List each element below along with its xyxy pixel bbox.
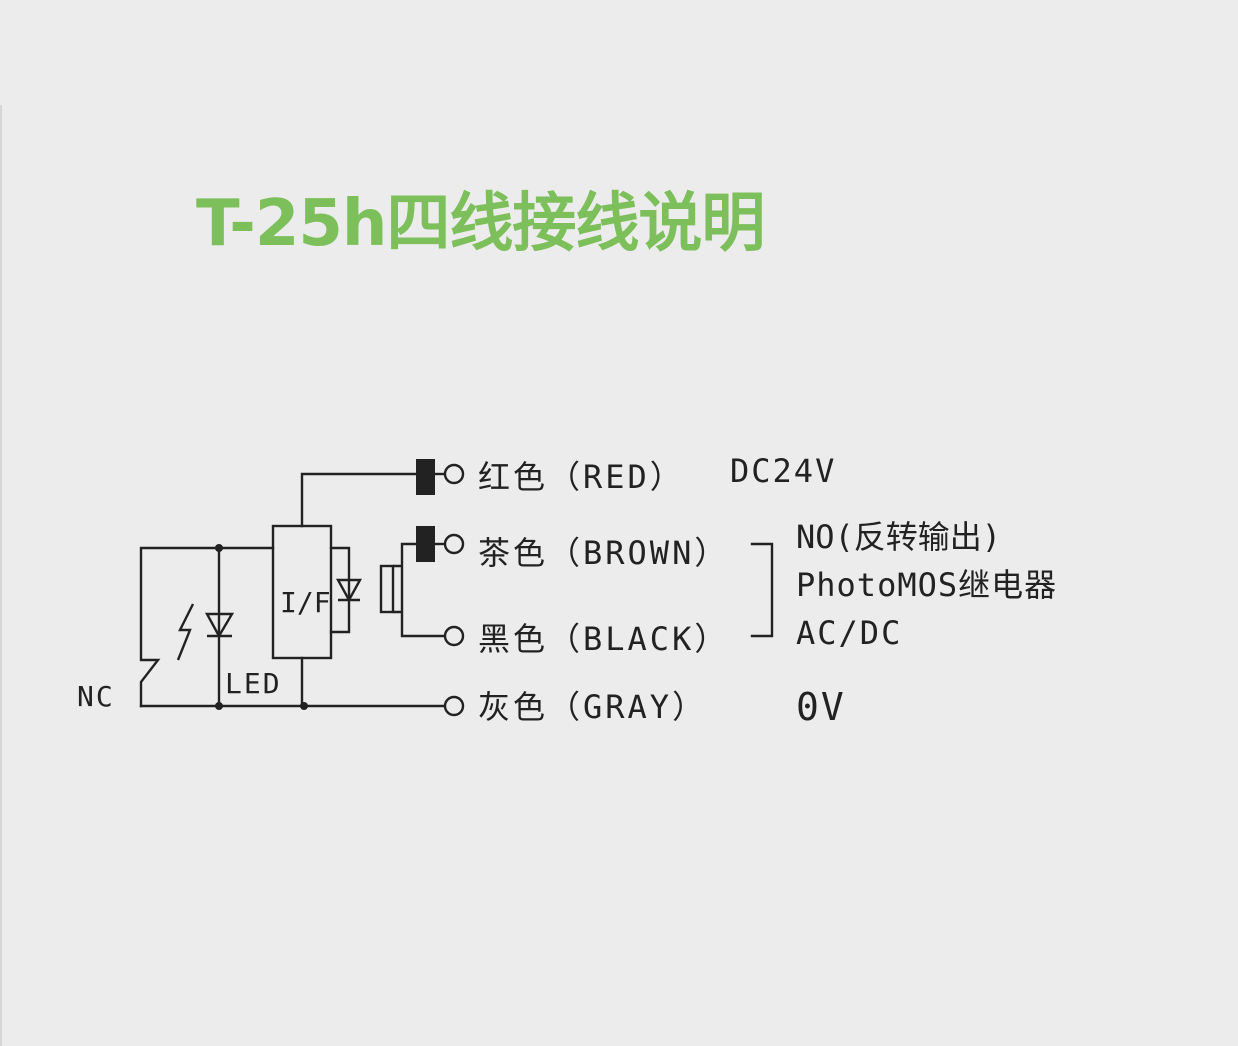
red-terminal-block — [416, 459, 435, 495]
gray-wire-label: 灰色（GRAY） — [478, 688, 707, 726]
output-bracket — [750, 542, 774, 638]
red-wire-line — [300, 472, 420, 528]
light-arrow — [176, 603, 195, 661]
black-wire-label: 黑色（BLACK） — [478, 620, 729, 658]
junction-dot — [300, 702, 308, 710]
nc-loop — [139, 546, 275, 708]
gray-wire-function: 0V — [796, 685, 846, 729]
red-wire-label: 红色（RED） — [478, 458, 685, 496]
output-note-line-1: NO(反转输出) — [796, 518, 1001, 556]
brown-terminal — [443, 533, 465, 555]
output-note-line-2: PhotoMOS继电器 — [796, 566, 1057, 604]
led-triangle — [204, 612, 235, 639]
output-note-line-3: AC/DC — [796, 614, 902, 652]
junction-dot — [215, 702, 223, 710]
nc-label: NC — [77, 680, 115, 713]
page-edge — [0, 105, 2, 1046]
gray-terminal — [443, 695, 465, 717]
junction-dot — [215, 544, 223, 552]
brown-wire-label: 茶色（BROWN） — [478, 534, 729, 572]
page-title: T-25h四线接线说明 — [196, 187, 765, 261]
photo-triangle — [335, 578, 363, 603]
black-terminal — [443, 625, 465, 647]
mos-gate — [392, 542, 446, 638]
photo-diode-loop — [329, 546, 351, 634]
led-label: LED — [225, 667, 282, 700]
red-wire-function: DC24V — [730, 452, 836, 490]
brown-terminal-block — [416, 526, 435, 562]
if-block-label: I/F — [280, 586, 331, 619]
mos-relay — [379, 564, 395, 614]
red-terminal — [443, 463, 465, 485]
